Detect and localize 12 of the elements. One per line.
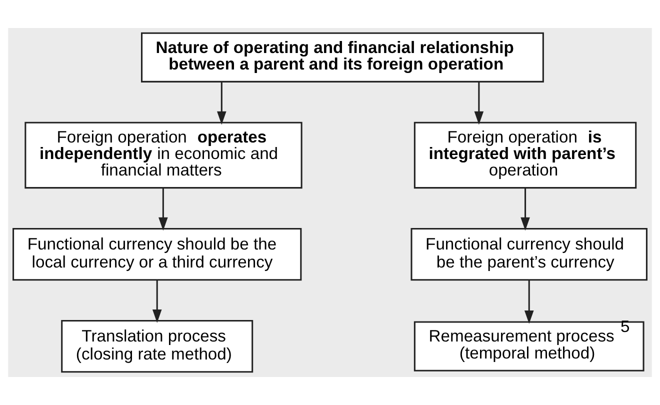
arrow (217, 82, 226, 125)
arrow (152, 280, 162, 323)
node-box: Nature of operating and financial relationship between a parent and its foreign operation (140, 32, 544, 82)
node-box: Translation process (closing rate method) (61, 320, 254, 373)
node-box: Foreign operation operates independently in economic and financial matters (24, 122, 302, 189)
node-box: Functional currency should be the local currency or a third currency (12, 228, 302, 281)
arrow (524, 280, 534, 324)
arrow (474, 82, 484, 125)
arrow (158, 188, 168, 231)
arrow (520, 188, 530, 231)
node-box: Functional currency should be the parent’s currency (410, 228, 648, 281)
node-box: Foreign operation is integrated with parent’s operation (414, 122, 637, 189)
